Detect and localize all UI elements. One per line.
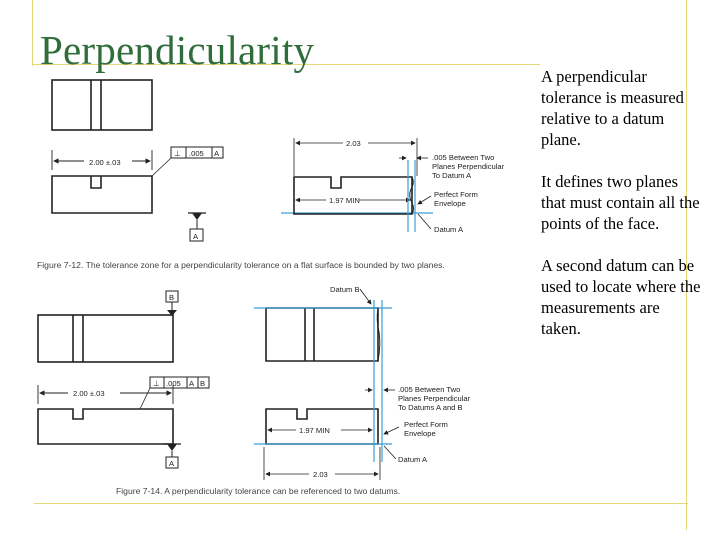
fcf-bottom (149, 376, 210, 389)
figure-bottom (37, 288, 400, 480)
figure-top (51, 79, 433, 242)
bottom-datum-b-note: Datum B (330, 285, 360, 294)
side-view-block (51, 175, 153, 214)
frame-bottom-line (34, 503, 688, 504)
top-envelope-note-1: Perfect Form (434, 190, 478, 199)
bottom-caption: Figure 7-14. A perpendicularity toleranc… (116, 486, 400, 496)
top-fcf-datum: A (214, 149, 220, 158)
slide-title: Perpendicularity (40, 27, 315, 73)
body-text: A perpendicular tolerance is measured re… (541, 66, 701, 360)
frame-left-line (32, 0, 33, 66)
bottom-datum-b-label: B (169, 293, 174, 302)
frame-right-line (686, 0, 687, 530)
top-datum-label: A (193, 232, 199, 241)
bottom-envelope-note-2: Envelope (404, 429, 436, 438)
bottom-zone-note-2: Planes Perpendicular (398, 394, 471, 403)
top-right-drawing (281, 138, 433, 232)
bottom-right-dim: 2.03 (313, 470, 328, 479)
top-fcf-symbol: ⊥ (174, 149, 181, 158)
bottom-fcf-tolerance: .005 (166, 379, 181, 388)
top-dim-width: 2.00 ±.03 (89, 158, 121, 167)
bottom-fcf-datum1: A (189, 379, 195, 388)
bottom-right-drawing (254, 288, 400, 480)
top-zone-note-2: Planes Perpendicular (432, 162, 505, 171)
top-zone-note-1: .005 Between Two (432, 153, 494, 162)
bottom-side-view-block (37, 408, 174, 445)
bottom-fcf-datum2: B (200, 379, 205, 388)
fcf-top (170, 146, 224, 159)
body-paragraph-3: A second datum can be used to locate whe… (541, 256, 701, 338)
bottom-fcf-symbol: ⊥ (153, 379, 160, 388)
top-fcf-tolerance: .005 (189, 149, 204, 158)
bottom-min-label: 1.97 MIN (299, 426, 330, 435)
top-envelope-note-2: Envelope (434, 199, 466, 208)
top-caption: Figure 7-12. The tolerance zone for a pe… (37, 260, 445, 270)
top-min-label: 1.97 MIN (329, 196, 360, 205)
top-datum-note: Datum A (434, 225, 464, 234)
bottom-top-view-block (37, 314, 174, 363)
bottom-envelope-note-1: Perfect Form (404, 420, 448, 429)
top-view-block (51, 79, 153, 131)
bottom-zone-note-3: To Datums A and B (398, 403, 463, 412)
body-paragraph-2: It defines two planes that must contain … (541, 172, 700, 233)
bottom-datum-a-label: A (169, 459, 175, 468)
frame-title-underline (32, 64, 540, 65)
body-paragraph-1: A perpendicular tolerance is measured re… (541, 67, 684, 149)
bottom-datum-note: Datum A (398, 455, 428, 464)
bottom-dim-width: 2.00 ±.03 (73, 389, 105, 398)
top-zone-note-3: To Datum A (432, 171, 472, 180)
bottom-zone-note-1: .005 Between Two (398, 385, 460, 394)
top-right-dim: 2.03 (346, 139, 361, 148)
